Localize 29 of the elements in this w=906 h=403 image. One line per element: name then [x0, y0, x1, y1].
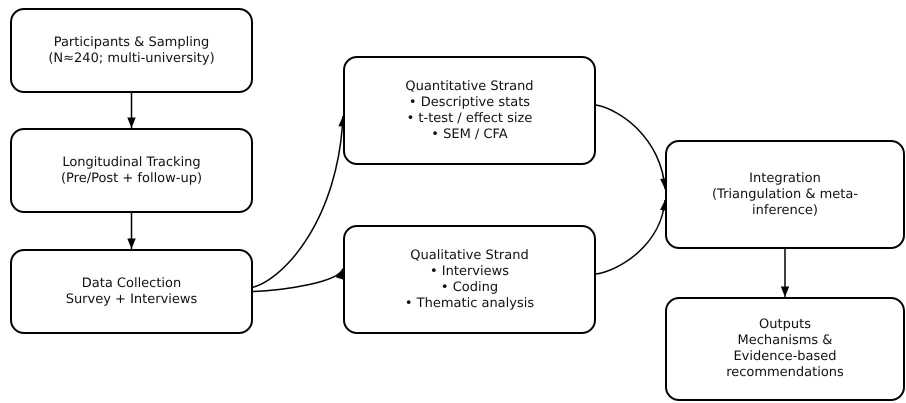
box-heading: Longitudinal Tracking: [62, 154, 201, 170]
box-heading: Integration: [749, 170, 821, 186]
arrow: [127, 213, 136, 249]
process-box: [665, 140, 905, 249]
box-heading: Qualitative Strand: [410, 248, 529, 264]
box-text: • Coding: [440, 280, 498, 296]
box-heading: Participants & Sampling: [54, 34, 210, 50]
box-text: • Thematic analysis: [404, 296, 534, 312]
box-heading: Quantitative Strand: [405, 78, 534, 94]
arrow: [252, 268, 344, 292]
arrow: [780, 249, 790, 297]
box-text: (Triangulation & meta-inference): [710, 186, 860, 218]
process-box: [10, 249, 253, 334]
process-box: [343, 56, 596, 165]
box-text: Survey + Interviews: [66, 292, 198, 308]
process-box: [10, 8, 253, 93]
process-box: [10, 128, 253, 213]
box-text: • Interviews: [430, 264, 510, 280]
box-text: • Descriptive stats: [408, 94, 530, 110]
box-text: (Pre/Post + follow-up): [60, 170, 202, 186]
process-box: [343, 225, 596, 334]
box-text: • t-test / effect size: [406, 110, 532, 126]
box-text: • SEM / CFA: [431, 126, 508, 142]
process-box: [665, 297, 905, 401]
arrow: [127, 93, 136, 128]
box-heading: Data Collection: [82, 276, 182, 292]
box-text: Mechanisms & Evidence-based recommendations: [725, 333, 845, 381]
box-text: (N≈240; multi-university): [48, 50, 215, 66]
box-heading: Outputs: [759, 317, 811, 333]
